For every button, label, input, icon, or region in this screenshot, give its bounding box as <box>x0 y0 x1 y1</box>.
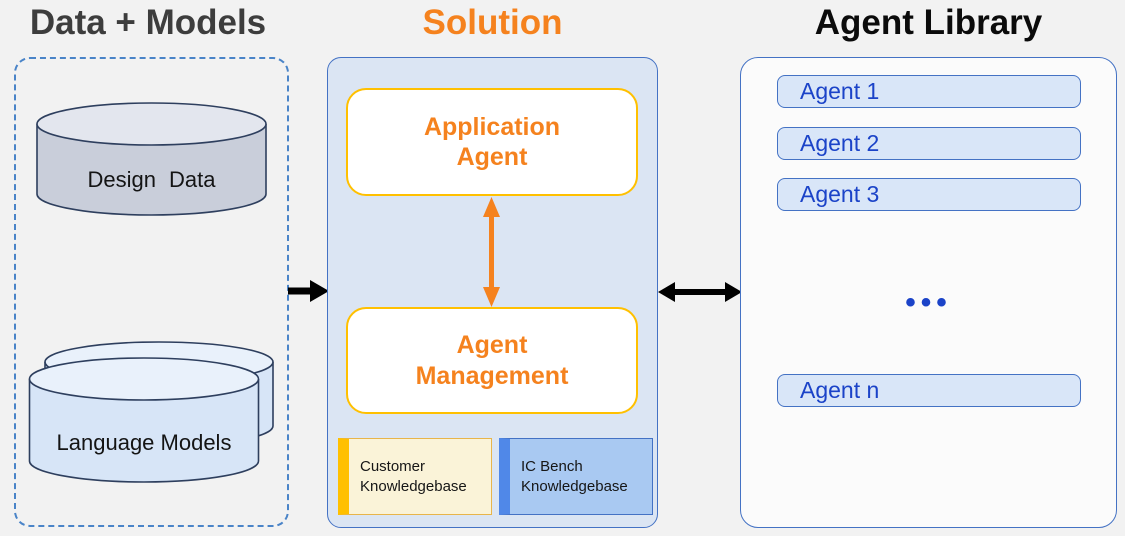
solution-title: Solution <box>422 3 563 42</box>
agent-3-pill: Agent 3 <box>777 178 1081 211</box>
customer-knowledgebase-box: Customer Knowledgebase <box>338 438 492 515</box>
agent-1-pill: Agent 1 <box>777 75 1081 108</box>
stacked-database-cylinders-icon: Language Models <box>28 341 274 483</box>
agent-library-title: Agent Library <box>814 3 1043 42</box>
design-data-label: Design Data <box>87 167 216 192</box>
agent-2-pill: Agent 2 <box>777 127 1081 160</box>
agent-1-label: Agent 1 <box>800 78 880 104</box>
right-arrow-icon <box>288 280 329 302</box>
agent-2-label: Agent 2 <box>800 130 880 156</box>
agent-n-pill: Agent n <box>777 374 1081 407</box>
agent-management-box: Agent Management <box>346 307 638 414</box>
double-headed-vertical-arrow-icon <box>483 197 500 307</box>
data-models-title: Data + Models <box>29 3 267 42</box>
solution-container: Application Agent Agent Management Custo… <box>327 57 658 528</box>
agent-library-container: Agent 1 Agent 2 Agent 3 ••• Agent n <box>740 57 1117 528</box>
design-data-cylinder-icon: Design Data <box>36 102 267 216</box>
ic-bench-knowledgebase-label: IC Bench Knowledgebase <box>521 458 628 495</box>
agent-n-label: Agent n <box>800 377 880 403</box>
ic-bench-knowledgebase-box: IC Bench Knowledgebase <box>499 438 653 515</box>
customer-knowledgebase-label: Customer Knowledgebase <box>360 458 467 495</box>
agent-management-label: Agent Management <box>415 331 569 390</box>
agent-3-label: Agent 3 <box>800 181 880 207</box>
application-agent-label: Application Agent <box>423 112 561 172</box>
more-agents-ellipsis: ••• <box>905 286 952 319</box>
application-agent-box: Application Agent <box>346 88 638 196</box>
double-headed-horizontal-arrow-icon <box>658 282 742 302</box>
language-models-label: Language Models <box>57 430 232 455</box>
